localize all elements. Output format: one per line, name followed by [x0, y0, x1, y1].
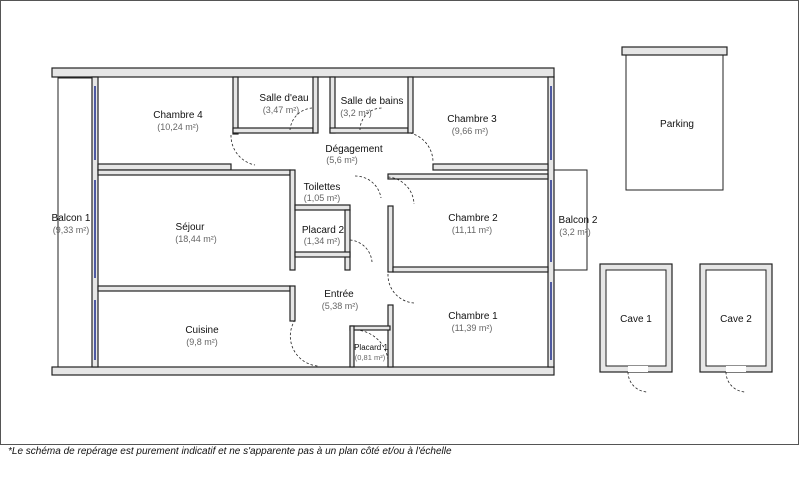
cave2-outline	[699, 263, 773, 393]
balcon2-name: Balcon 2	[559, 215, 598, 226]
toilettes-area: (1,05 m²)	[304, 193, 341, 203]
disclaimer: *Le schéma de repérage est purement indi…	[8, 446, 452, 457]
degagement-name: Dégagement	[325, 144, 382, 155]
windows	[94, 86, 552, 360]
chambre3-area: (9,66 m²)	[452, 126, 489, 136]
placard2-name: Placard 2	[302, 225, 345, 236]
placard1-name: Placard 1	[354, 343, 388, 352]
room-labels: Chambre 4 (10,24 m²) Salle d'eau (3,47 m…	[52, 93, 753, 362]
salle-eau-name: Salle d'eau	[259, 93, 308, 104]
sejour-area: (18,44 m²)	[175, 234, 217, 244]
degagement-area: (5,6 m²)	[326, 155, 358, 165]
placard1-area: (0,81 m²)	[355, 353, 386, 362]
cave2-label: Cave 2	[720, 314, 752, 325]
balcon2-outline	[553, 169, 588, 271]
chambre3-name: Chambre 3	[447, 114, 497, 125]
placard2-area: (1,34 m²)	[304, 236, 341, 246]
interior-walls	[97, 76, 549, 368]
cave1-label: Cave 1	[620, 314, 652, 325]
parking-label: Parking	[660, 119, 694, 130]
chambre2-name: Chambre 2	[448, 213, 498, 224]
salle-bains-area: (3,2 m²)	[340, 108, 372, 118]
doors	[230, 107, 434, 367]
chambre1-area: (11,39 m²)	[452, 323, 493, 333]
cave1-outline	[599, 263, 673, 393]
chambre1-name: Chambre 1	[448, 311, 498, 322]
toilettes-name: Toilettes	[304, 182, 341, 193]
entree-area: (5,38 m²)	[322, 301, 359, 311]
sejour-name: Séjour	[176, 222, 206, 233]
chambre2-area: (11,11 m²)	[452, 225, 492, 235]
chambre4-area: (10,24 m²)	[157, 122, 199, 132]
balcon2-area: (3,2 m²)	[559, 227, 591, 237]
cuisine-name: Cuisine	[185, 325, 219, 336]
balcon1-name: Balcon 1	[52, 213, 91, 224]
parking-outline	[625, 51, 724, 191]
salle-eau-area: (3,47 m²)	[263, 105, 300, 115]
cuisine-area: (9,8 m²)	[186, 337, 218, 347]
chambre4-name: Chambre 4	[153, 110, 203, 121]
entree-name: Entrée	[324, 289, 354, 300]
salle-bains-name: Salle de bains	[341, 96, 404, 107]
balcon1-area: (9,33 m²)	[53, 225, 90, 235]
